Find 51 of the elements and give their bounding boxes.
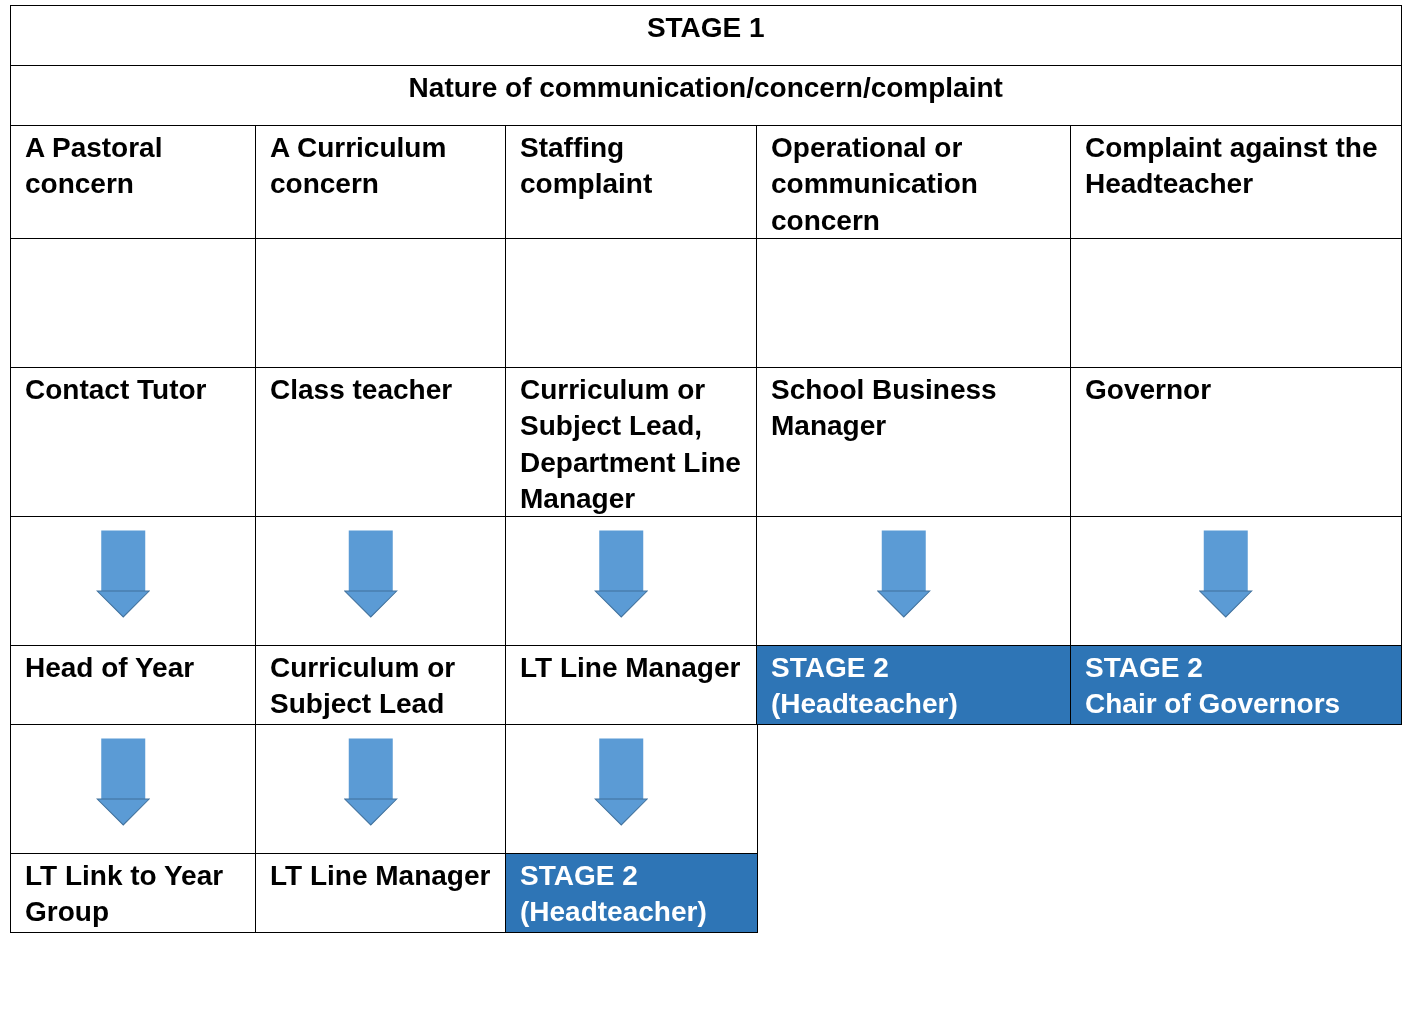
table-cell — [10, 853, 257, 933]
cell-text: LT Line Manager — [270, 859, 492, 893]
cell-text: Contact Tutor — [25, 373, 208, 407]
table-cell — [10, 367, 257, 517]
table-cell — [10, 645, 257, 725]
arrow — [594, 738, 648, 826]
arrow — [344, 530, 398, 618]
cell-text: A Curriculum concern — [270, 131, 448, 202]
table-cell — [505, 367, 758, 517]
table-cell — [1070, 367, 1402, 517]
cell-text: Class teacher — [270, 373, 454, 407]
table-cell — [505, 645, 758, 725]
stage-cell — [505, 853, 758, 933]
table-cell — [255, 853, 507, 933]
cell-text: LT Link to Year Group — [25, 859, 225, 930]
table-cell — [10, 65, 1402, 127]
arrow — [96, 738, 150, 826]
cell-text: STAGE 2 — [1085, 651, 1204, 685]
cell-text: LT Line Manager — [520, 651, 742, 685]
cell-text: STAGE 1 — [645, 11, 766, 45]
cell-text: A Pastoral concern — [25, 131, 164, 202]
cell-text: Operational or communication concern — [771, 131, 979, 238]
table-cell — [255, 125, 507, 239]
stage-cell — [1070, 645, 1402, 725]
cell-text: Nature of communication/concern/complaint — [407, 71, 1004, 105]
table-cell — [10, 5, 1402, 67]
table-cell — [756, 125, 1072, 239]
cell-text: STAGE 2 — [771, 651, 890, 685]
cell-text: (Headteacher) — [771, 687, 959, 722]
cell-text: (Headteacher) — [520, 895, 708, 930]
stage-cell — [756, 645, 1072, 725]
cell-text: Curriculum or Subject Lead — [270, 651, 457, 722]
cell-text: Staffing complaint — [520, 131, 654, 202]
table-cell — [1070, 125, 1402, 239]
cell-text: School Business Manager — [771, 373, 998, 444]
cell-text: Complaint against the Headteacher — [1085, 131, 1379, 202]
table-cell — [255, 367, 507, 517]
arrow — [1199, 530, 1253, 618]
table-cell — [756, 367, 1072, 517]
table-cell — [255, 645, 507, 725]
cell-text: STAGE 2 — [520, 859, 639, 893]
arrow — [877, 530, 931, 618]
arrow — [594, 530, 648, 618]
arrow — [96, 530, 150, 618]
cell-text: Head of Year — [25, 651, 196, 685]
cell-text: Governor — [1085, 373, 1213, 407]
table-cell — [10, 125, 257, 239]
cell-text: Curriculum or Subject Lead, Department Line Manager — [520, 373, 742, 517]
table-cell — [505, 125, 758, 239]
cell-text: Chair of Governors — [1085, 687, 1342, 722]
arrow — [344, 738, 398, 826]
